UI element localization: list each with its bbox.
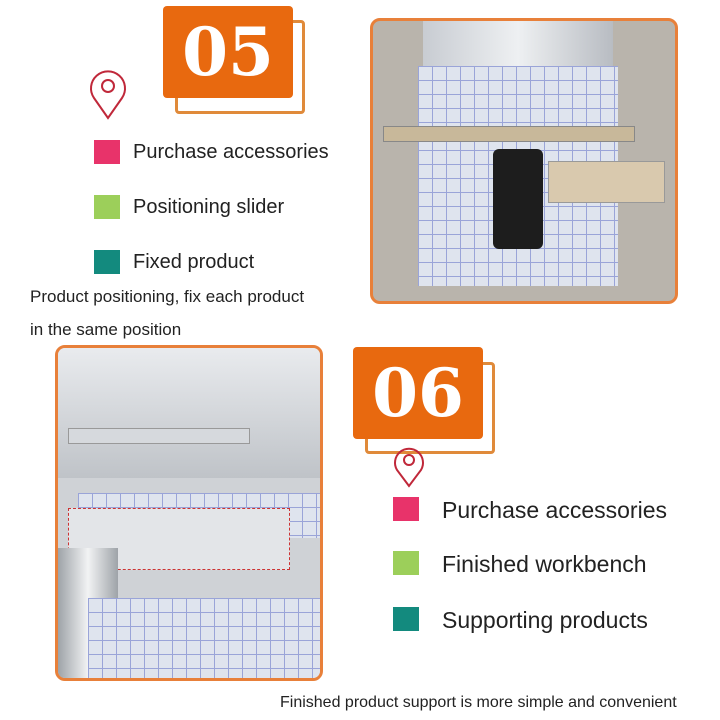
legend-swatch-green	[94, 195, 120, 219]
legend-label: Finished workbench	[442, 551, 647, 577]
legend-swatch-pink	[94, 140, 120, 164]
section-number-06: 06	[353, 347, 483, 439]
legend-swatch-pink	[393, 497, 419, 521]
caption: Finished product support is more simple …	[280, 694, 677, 711]
legend-label: Supporting products	[442, 607, 648, 633]
caption-line: Product positioning, fix each product	[30, 287, 305, 306]
product-photo-positioning	[370, 18, 678, 304]
section-number-05: 05	[163, 6, 293, 98]
legend-swatch-green	[393, 551, 419, 575]
location-pin-icon	[394, 447, 424, 488]
legend-label: Purchase accessories	[442, 497, 667, 523]
legend-label: Fixed product	[133, 251, 255, 273]
caption-line: in the same position	[30, 320, 182, 339]
legend-swatch-teal	[94, 250, 120, 274]
legend-label: Purchase accessories	[133, 141, 329, 163]
legend-label: Positioning slider	[133, 196, 285, 218]
legend-swatch-teal	[393, 607, 419, 631]
product-photo-workbench	[55, 345, 323, 681]
location-pin-icon	[90, 70, 126, 120]
